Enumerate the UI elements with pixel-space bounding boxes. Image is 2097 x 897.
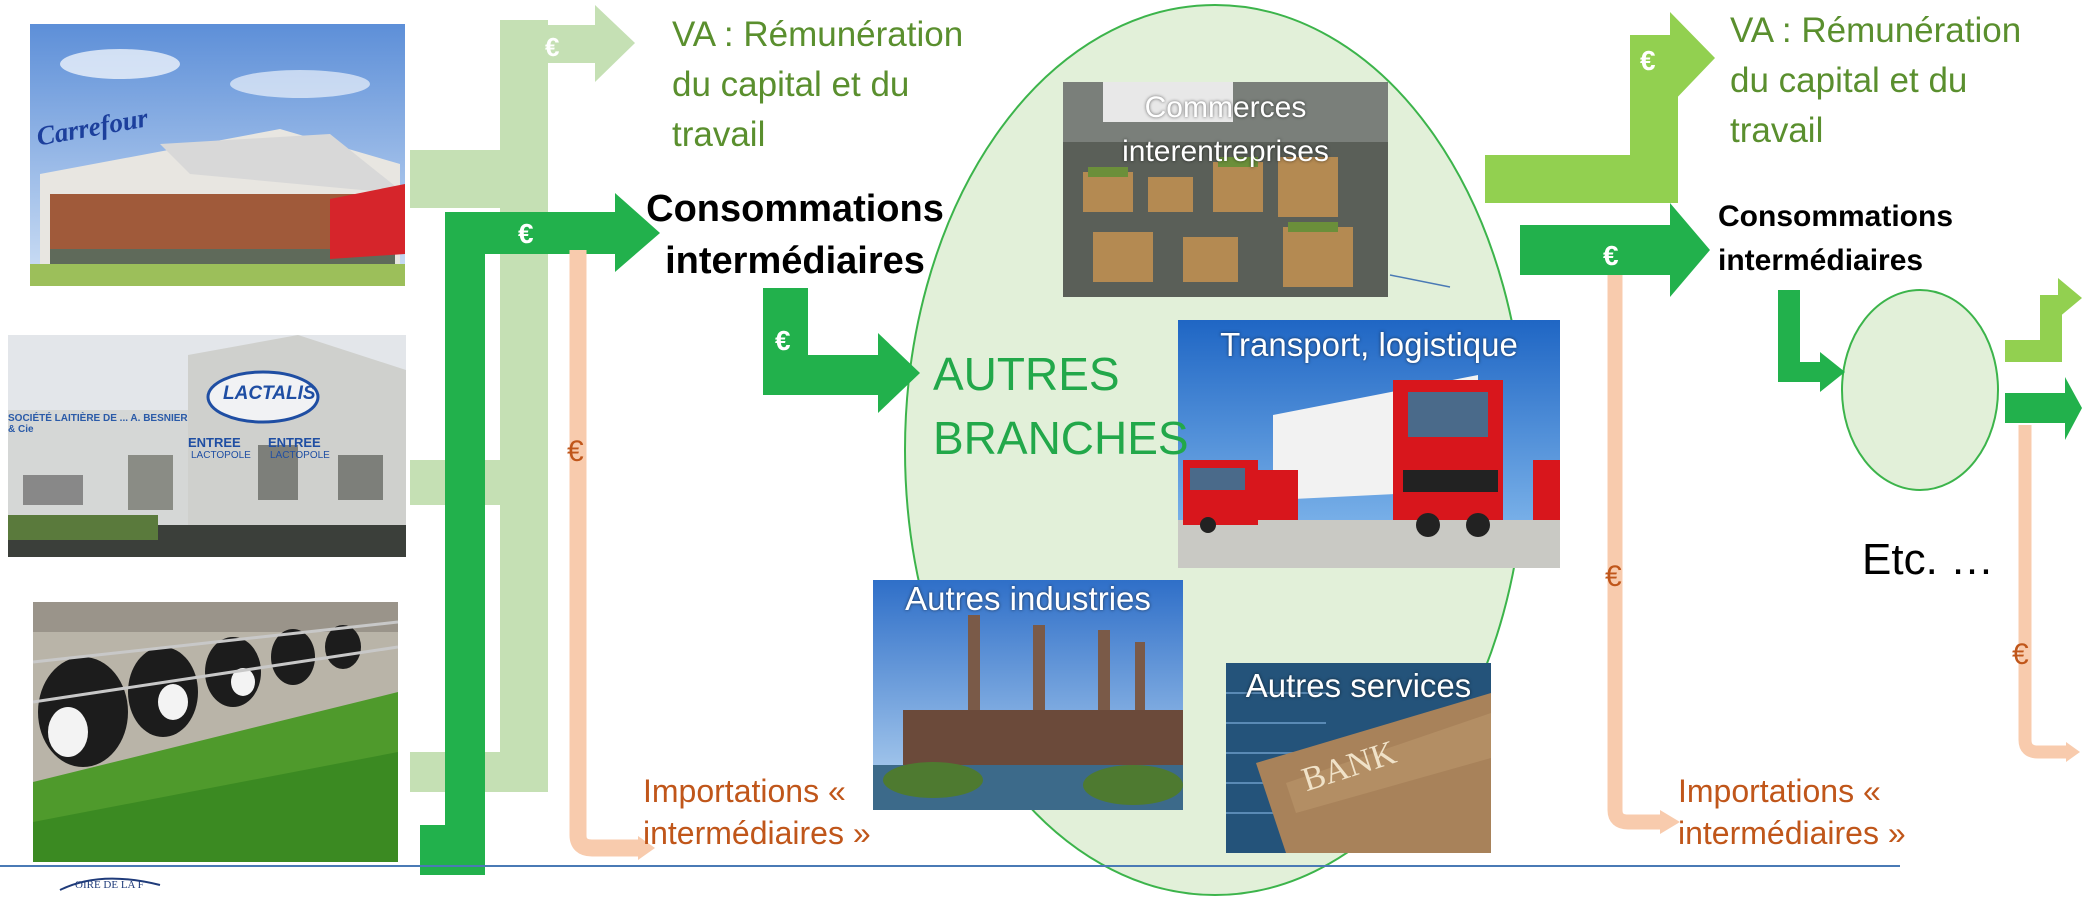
footer-logo-fragment [59, 877, 161, 891]
va-flow-left [410, 5, 635, 792]
ci-to-next-branch [1778, 290, 1845, 392]
va-flow-right [1485, 12, 1715, 203]
dairy-cows-photo [33, 602, 398, 862]
next-branch-import-arrowhead [2066, 742, 2080, 762]
import-arrowhead-right [1660, 810, 1680, 834]
commerce-photo: Commerces interentreprises [1063, 82, 1388, 297]
lactalis-photo: LACTALIS SOCIÉTÉ LAITIÈRE DE ... A. BESN… [8, 335, 406, 557]
commerce-caption: Commerces interentreprises [1122, 91, 1329, 168]
euro-ci-branches: € [775, 325, 791, 356]
import-arrowhead-left [638, 836, 655, 860]
ci-to-branches-arrow [763, 288, 920, 413]
ci-flow-right [1520, 203, 1710, 297]
euro-ci-right: € [1603, 240, 1619, 271]
ci-label-left: Consommations intermédiaires [646, 188, 944, 282]
import-flow-right [1607, 275, 1665, 830]
industries-caption: Autres industries [905, 580, 1151, 617]
carrefour-photo: Carrefour [30, 24, 405, 286]
euro-va-right: € [1640, 45, 1656, 76]
lactalis-sign: LACTALIS [223, 383, 316, 404]
va-label-right: VA : Rémunération du capital et du trava… [1730, 11, 2022, 150]
services-photo: Autres services BANK [1226, 663, 1491, 853]
lactalis-wall-text: SOCIÉTÉ LAITIÈRE DE ... A. BESNIER & Cie [8, 413, 188, 435]
lactalis-lactopole-1: LACTOPOLE [191, 450, 251, 461]
euro-import-left: € [567, 435, 584, 468]
transport-photo: Transport, logistique [1178, 320, 1560, 568]
commerce-pointer-line [1389, 274, 1451, 288]
import-label-left: Importations « intermédiaires » [643, 773, 871, 851]
lactalis-lactopole-2: LACTOPOLE [270, 450, 330, 461]
next-branch-va-arrow [2005, 278, 2082, 362]
lactalis-entree-2: ENTREE [268, 435, 321, 450]
va-label-left: VA : Rémunération du capital et du trava… [672, 15, 964, 154]
import-flow-left [569, 250, 640, 857]
euro-import-next: € [2012, 638, 2029, 671]
import-label-right: Importations « intermédiaires » [1678, 773, 1906, 851]
lactalis-entree-1: ENTREE [188, 435, 241, 450]
euro-ci-left: € [518, 218, 534, 249]
transport-caption: Transport, logistique [1220, 326, 1518, 363]
etc-label: Etc. … [1862, 535, 1995, 584]
euro-va-left: € [545, 32, 560, 62]
ci-label-right: Consommations intermédiaires [1718, 200, 1954, 277]
next-branch-ci-arrow [2005, 377, 2082, 440]
next-branch-import-arrow [2018, 425, 2070, 759]
euro-import-right: € [1605, 560, 1622, 593]
footer-logo-text: OIRE DE LA F [75, 879, 144, 891]
autres-branches-label: AUTRES BRANCHES [933, 348, 1189, 464]
next-branch-ellipse [1841, 289, 1999, 491]
industries-photo: Autres industries [873, 580, 1183, 810]
services-caption: Autres services [1245, 667, 1472, 704]
